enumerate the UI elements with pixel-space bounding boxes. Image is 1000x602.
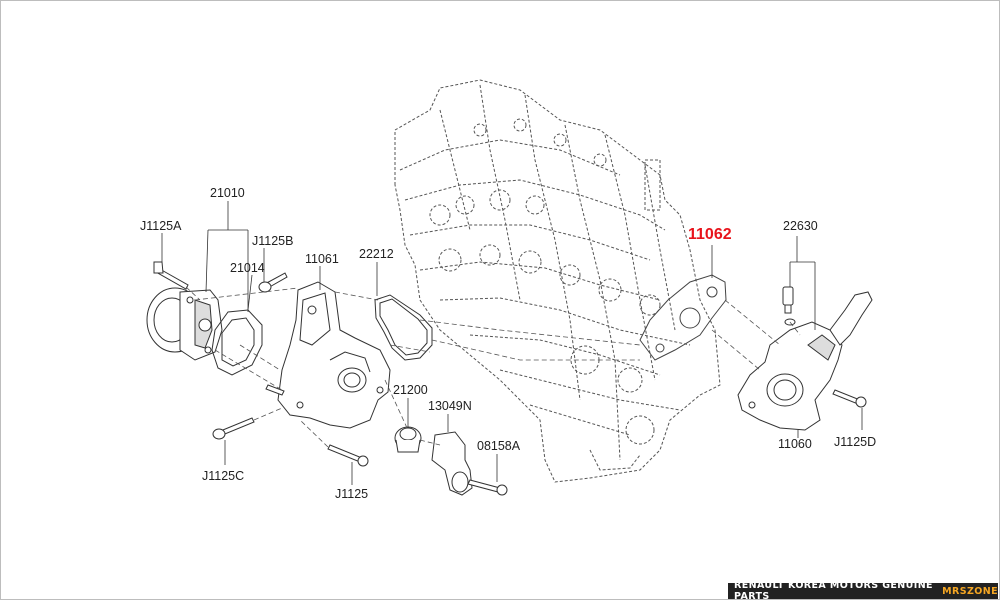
- label-J1125[interactable]: J1125: [335, 487, 369, 501]
- thermostat-housing-11060[interactable]: [737, 291, 873, 431]
- bolt-J1125A[interactable]: [153, 261, 189, 290]
- footer-banner: RENAULT KOREA MOTORS GENUINE PARTS MRSZO…: [728, 580, 998, 602]
- housing-11061[interactable]: [277, 281, 391, 429]
- bolt-08158A[interactable]: [467, 479, 508, 496]
- assembly-lines: [185, 286, 801, 448]
- gasket-21014[interactable]: [211, 309, 263, 376]
- outlet-13049N[interactable]: [431, 431, 473, 496]
- bolt-J1125C[interactable]: [212, 417, 255, 440]
- label-08158A[interactable]: 08158A: [477, 439, 521, 453]
- engine-block: [394, 79, 721, 483]
- label-J1125D[interactable]: J1125D: [834, 435, 877, 449]
- bolt-J1125B[interactable]: [258, 272, 288, 293]
- bolts[interactable]: [153, 261, 867, 496]
- label-11061[interactable]: 11061: [305, 252, 339, 266]
- water-pump[interactable]: [146, 287, 223, 361]
- bolt-J1125[interactable]: [327, 444, 369, 467]
- label-11060[interactable]: 11060: [778, 437, 812, 451]
- label-J1125C[interactable]: J1125C: [202, 469, 245, 483]
- label-21010[interactable]: 21010: [210, 186, 245, 200]
- label-22212[interactable]: 22212: [359, 247, 394, 261]
- leader-lines: [161, 201, 863, 485]
- label-21014[interactable]: 21014: [230, 261, 265, 275]
- footer-brand: MRSZONE: [942, 585, 998, 597]
- label-11062[interactable]: 11062: [688, 226, 732, 243]
- sensor-22630[interactable]: [782, 286, 796, 326]
- footer-text: RENAULT KOREA MOTORS GENUINE PARTS: [734, 580, 933, 602]
- bolt-J1125D[interactable]: [832, 389, 867, 408]
- label-J1125B[interactable]: J1125B: [252, 234, 294, 248]
- label-21200[interactable]: 21200: [393, 383, 428, 397]
- label-J1125A[interactable]: J1125A: [140, 219, 182, 233]
- label-13049N[interactable]: 13049N: [428, 399, 472, 413]
- bolt-near-housing: [265, 384, 285, 396]
- label-22630[interactable]: 22630: [783, 219, 818, 233]
- thermostat-21200[interactable]: [394, 426, 422, 453]
- gasket-11062[interactable]: [639, 274, 727, 361]
